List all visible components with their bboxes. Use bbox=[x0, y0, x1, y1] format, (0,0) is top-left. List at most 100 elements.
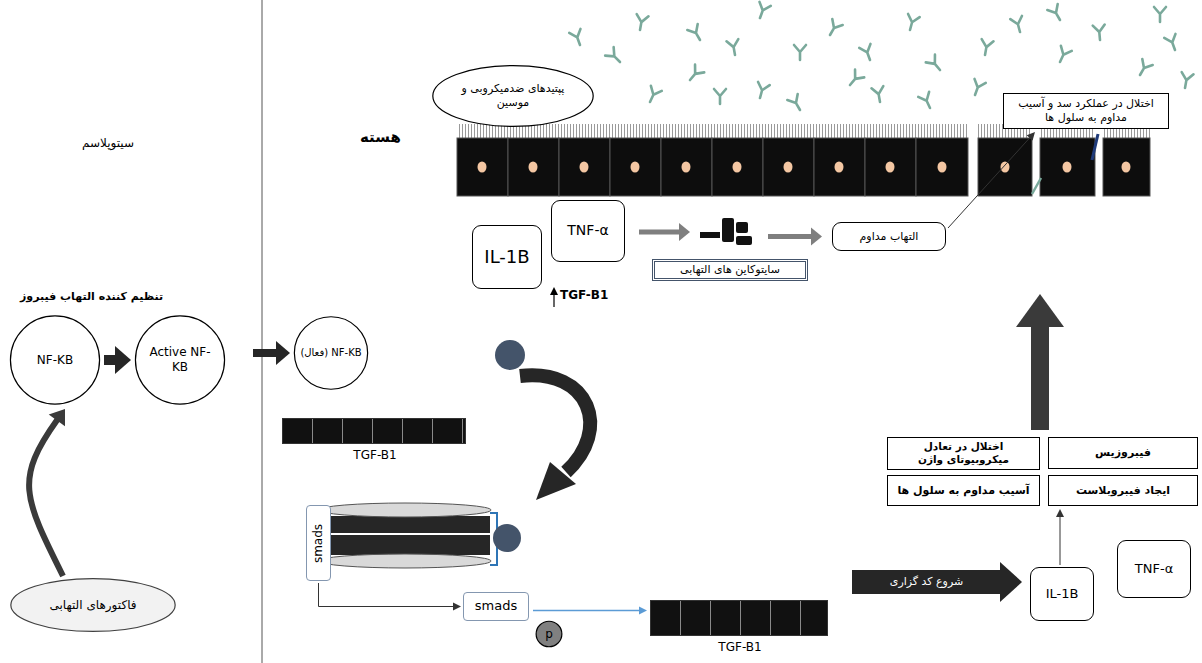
connector bbox=[1056, 509, 1064, 565]
cell bbox=[712, 138, 763, 196]
cell bbox=[1040, 138, 1095, 196]
circle-node: NF-KB bbox=[10, 315, 100, 405]
antibody bbox=[754, 2, 770, 20]
cell bbox=[508, 138, 559, 196]
antibody bbox=[605, 47, 624, 66]
cell bbox=[661, 138, 712, 196]
antibody bbox=[859, 44, 875, 62]
protein-box: smadsp bbox=[463, 592, 529, 621]
antibody bbox=[1047, 4, 1065, 23]
outcome-box: ایجاد فیبروبلاست bbox=[1048, 475, 1198, 506]
node-outline-shape bbox=[536, 621, 562, 646]
antibody bbox=[634, 14, 648, 31]
cell bbox=[763, 138, 814, 196]
divider-line bbox=[262, 0, 263, 663]
antibody bbox=[979, 39, 993, 56]
antibody bbox=[1164, 34, 1180, 52]
outcome-box: آسیب مداوم به سلول ها bbox=[887, 475, 1040, 506]
node-text: ایجاد فیبروبلاست bbox=[1076, 484, 1170, 498]
node-text: فاکتورهای التهابی bbox=[49, 598, 136, 613]
curved-arrow bbox=[520, 375, 590, 500]
node-text: smads bbox=[475, 598, 517, 614]
antibody bbox=[1010, 16, 1025, 34]
connector-line bbox=[768, 234, 812, 239]
cytokine-box: IL-1B bbox=[1030, 567, 1094, 621]
arrow-head bbox=[1056, 509, 1064, 517]
node-text: آسیب مداوم به سلول ها bbox=[897, 484, 1029, 498]
antibody bbox=[845, 70, 864, 89]
antibody bbox=[754, 82, 769, 100]
cell bbox=[916, 138, 968, 196]
arrow-head bbox=[276, 341, 290, 365]
node-text: IL-1B bbox=[484, 246, 529, 269]
node-text: التهاب مداوم bbox=[860, 230, 919, 244]
outcome-box: اختلال در تعادل میکروبیوتای واژن bbox=[887, 437, 1040, 470]
connector-line bbox=[533, 610, 640, 611]
protein-box: smads bbox=[306, 505, 331, 581]
up-arrow bbox=[1016, 294, 1064, 430]
connector bbox=[639, 223, 690, 241]
node-text: TGF-B1 bbox=[651, 640, 829, 655]
connector bbox=[319, 583, 462, 611]
smads-complex bbox=[319, 503, 521, 568]
antibody bbox=[1135, 59, 1153, 78]
phosphate-circle: p bbox=[536, 621, 562, 647]
cytokine-icon-shape bbox=[698, 212, 762, 252]
damage-mark bbox=[1092, 134, 1098, 160]
connector-line bbox=[253, 349, 277, 357]
antibody bbox=[1179, 72, 1193, 89]
cell bbox=[865, 138, 916, 196]
connector-line bbox=[319, 583, 455, 607]
antibody bbox=[787, 94, 805, 113]
antibody bbox=[926, 55, 945, 74]
arrow-head bbox=[453, 603, 461, 611]
node-outline-shape bbox=[433, 66, 593, 127]
process-box: اختلال در عملکرد سد و آسیب مداوم به سلول… bbox=[1003, 93, 1169, 129]
arrow-head bbox=[1000, 562, 1022, 602]
arrow-head bbox=[639, 607, 647, 615]
region-label: سیتوپلاسم bbox=[82, 136, 134, 151]
damage-mark bbox=[1032, 178, 1041, 194]
node-text: TNF-α bbox=[1135, 561, 1173, 577]
cell bbox=[610, 138, 661, 196]
antibody bbox=[726, 39, 740, 56]
node-outline-shape bbox=[294, 317, 367, 390]
ellipse-node: پپتیدهای ضدمیکروبی و موسین bbox=[432, 65, 594, 127]
connector-line bbox=[948, 137, 1030, 228]
node-outline-shape bbox=[11, 579, 175, 632]
connector-line bbox=[29, 420, 63, 576]
tgf-up-arrow bbox=[550, 287, 558, 307]
cell bbox=[814, 138, 865, 196]
node-text: TGF-B1 bbox=[283, 448, 467, 463]
antibody bbox=[1093, 25, 1106, 41]
connector bbox=[29, 409, 65, 576]
arrow-head bbox=[115, 346, 131, 374]
node-text: NF-KB bbox=[37, 353, 73, 368]
antibody bbox=[1055, 46, 1072, 65]
antibody bbox=[687, 24, 705, 43]
connector bbox=[852, 562, 1022, 602]
cilia bbox=[457, 124, 968, 138]
region-label: تنظیم کننده التهاب فیبروز bbox=[20, 290, 163, 304]
node-text: اختلال در عملکرد سد و آسیب مداوم به سلول… bbox=[1009, 97, 1163, 125]
region-label: TGF-B1 bbox=[560, 288, 608, 303]
node-text: فیبروزیس bbox=[1095, 446, 1151, 460]
circle-node: Active NF-KB bbox=[135, 315, 225, 405]
gene-bar: TGF-B1 bbox=[282, 418, 466, 444]
cell bbox=[1103, 138, 1150, 196]
circle-node: NF-KB (فعال) bbox=[294, 316, 368, 390]
ellipse-node: فاکتورهای التهابی bbox=[10, 578, 176, 632]
epithelium bbox=[457, 124, 1150, 196]
connector bbox=[533, 607, 647, 615]
node-text: p bbox=[545, 627, 553, 642]
connector bbox=[253, 341, 290, 365]
node-outline-shape bbox=[10, 316, 99, 404]
cytokine-box: IL-1B bbox=[472, 225, 542, 289]
antibody bbox=[569, 29, 585, 47]
cell bbox=[978, 138, 1032, 196]
node-text: IL-1B bbox=[1046, 586, 1079, 602]
antibody bbox=[794, 45, 806, 60]
protein-dot bbox=[495, 340, 525, 370]
